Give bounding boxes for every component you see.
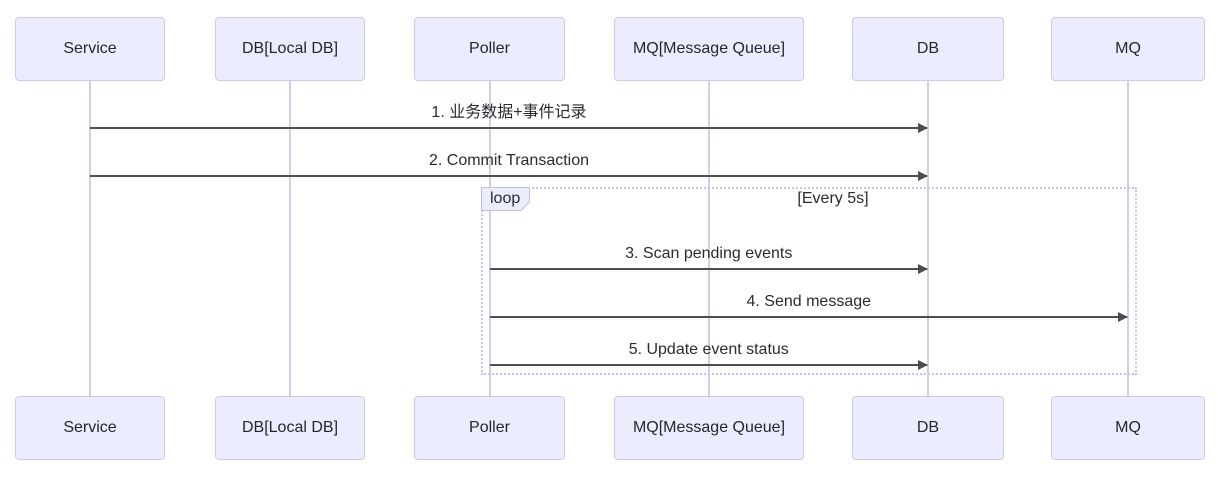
message-line xyxy=(90,127,927,129)
participant-poller-bottom: Poller xyxy=(414,396,565,460)
message-line xyxy=(489,316,1127,318)
message-arrowhead-icon xyxy=(918,171,928,181)
participant-mq-top: MQ xyxy=(1051,17,1205,81)
lifeline-db xyxy=(927,81,929,396)
message-arrowhead-icon xyxy=(918,360,928,370)
message-line xyxy=(489,364,927,366)
lifeline-mq xyxy=(1127,81,1129,396)
participant-dblocal-top: DB[Local DB] xyxy=(215,17,365,81)
participant-db-top: DB xyxy=(852,17,1004,81)
message-arrowhead-icon xyxy=(918,264,928,274)
message-label: 2. Commit Transaction xyxy=(428,152,590,169)
message-label: 4. Send message xyxy=(746,293,872,310)
participant-mq-bottom: MQ xyxy=(1051,396,1205,460)
participant-mqueue-bottom: MQ[Message Queue] xyxy=(614,396,804,460)
message-label: 3. Scan pending events xyxy=(625,245,793,262)
participant-dblocal-bottom: DB[Local DB] xyxy=(215,396,365,460)
loop-label: loop xyxy=(482,188,529,210)
lifeline-dblocal xyxy=(289,81,291,396)
loop-title: [Every 5s] xyxy=(797,190,869,207)
message-label: 5. Update event status xyxy=(628,341,789,358)
message-arrowhead-icon xyxy=(1118,312,1128,322)
participant-service-top: Service xyxy=(15,17,165,81)
lifeline-service xyxy=(89,81,91,396)
loop-label-tab: loop xyxy=(481,187,530,211)
participant-mqueue-top: MQ[Message Queue] xyxy=(614,17,804,81)
participant-db-bottom: DB xyxy=(852,396,1004,460)
lifeline-poller xyxy=(488,81,491,396)
lifeline-mqueue xyxy=(708,81,710,396)
message-arrowhead-icon xyxy=(918,123,928,133)
participant-poller-top: Poller xyxy=(414,17,565,81)
participant-service-bottom: Service xyxy=(15,396,165,460)
message-label: 1. 业务数据+事件记录 xyxy=(431,104,587,121)
loop-frame xyxy=(481,187,1137,375)
message-line xyxy=(90,175,927,177)
message-line xyxy=(489,268,927,270)
